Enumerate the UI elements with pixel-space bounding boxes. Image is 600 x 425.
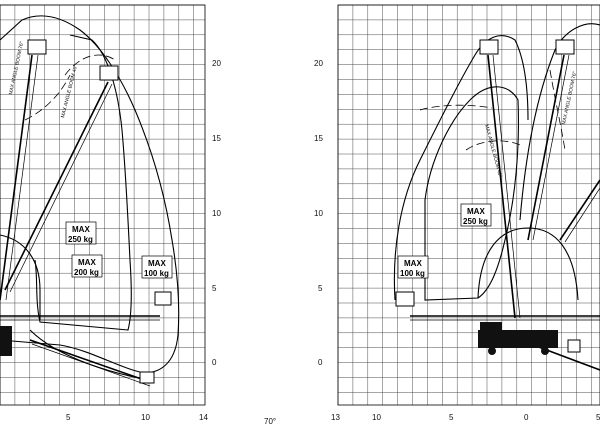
right-dashed-envelope-2 (465, 140, 521, 151)
right-basket-horizontal (395, 291, 415, 307)
right-boom-upright-2 (532, 54, 570, 241)
left-base-arc (0, 234, 41, 320)
right-x-tick-5-right: 5 (596, 413, 600, 422)
left-truck-icon (0, 326, 12, 356)
left-boom-label-76: MAX ANGLE BOOM 76° (8, 41, 25, 96)
left-boom-vertical (0, 54, 33, 301)
right-boom-upright (527, 54, 565, 241)
left-y-tick-20: 20 (212, 59, 221, 68)
right-max-250-line2: 250 kg (463, 217, 488, 226)
left-boom-diagonal-2 (9, 83, 113, 293)
right-inner-envelope (424, 86, 519, 301)
left-max-250: MAX 250 kg (65, 221, 97, 245)
right-base-arc (477, 227, 579, 301)
right-x-tick-5-left: 5 (449, 413, 454, 422)
left-y-tick-5: 5 (212, 284, 217, 293)
left-x-tick-10: 10 (141, 413, 150, 422)
left-basket-horizontal (154, 291, 172, 306)
right-y-tick-0: 0 (318, 358, 323, 367)
left-max-100-line1: MAX (148, 259, 166, 268)
right-dashed-envelope-3 (549, 69, 566, 151)
left-x-tick-5: 5 (66, 413, 71, 422)
left-boom-lower-2 (31, 343, 151, 387)
right-boom-right-diagonal-2 (564, 187, 600, 243)
right-outer-envelope-left (393, 35, 529, 301)
right-outer-envelope-right (519, 23, 600, 221)
left-y-tick-0: 0 (212, 358, 217, 367)
right-dashed-envelope-1 (419, 104, 493, 111)
left-boom-lower (29, 339, 151, 383)
right-boom-label-40: MAX ANGLE BOOM 40° (483, 124, 503, 178)
center-angle-label: 70° (264, 417, 276, 425)
right-basket-upright (555, 39, 575, 55)
left-chart: MAX ANGLE BOOM 76° MAX ANGLE BOOM 40° MA… (0, 4, 221, 422)
left-max-250-line1: MAX (72, 225, 90, 234)
right-boom-vertical-2 (492, 54, 521, 319)
left-boom-label-40: MAX ANGLE BOOM 40° (60, 64, 79, 118)
right-max-100: MAX 100 kg (397, 255, 429, 279)
left-max-100: MAX 100 kg (141, 255, 173, 279)
right-max-250-line1: MAX (467, 207, 485, 216)
left-y-tick-15: 15 (212, 134, 221, 143)
right-y-tick-15: 15 (314, 134, 323, 143)
left-boom-vertical-2 (5, 54, 39, 301)
left-boom-diagonal (4, 81, 109, 291)
left-lower-curve (29, 329, 151, 381)
right-y-tick-5: 5 (318, 284, 323, 293)
right-y-tick-20: 20 (314, 59, 323, 68)
left-max-200: MAX 200 kg (71, 254, 103, 278)
left-basket-top (27, 39, 47, 55)
left-max-250-line2: 250 kg (68, 235, 93, 244)
left-max-100-line2: 100 kg (144, 269, 169, 278)
right-basket-top (479, 39, 499, 55)
right-max-100-line2: 100 kg (400, 269, 425, 278)
right-frame (337, 4, 600, 406)
left-max-200-line2: 200 kg (74, 268, 99, 277)
right-x-tick-13: 13 (331, 413, 340, 422)
left-x-tick-14: 14 (199, 413, 208, 422)
right-boom-vertical (487, 54, 516, 319)
left-basket-lower (139, 371, 155, 384)
right-x-tick-0: 0 (524, 413, 529, 422)
right-x-tick-10: 10 (372, 413, 381, 422)
right-chart: MAX ANGLE BOOM 40° MAX ANGLE BOOM 76° MA… (314, 4, 600, 422)
right-y-tick-10: 10 (314, 209, 323, 218)
left-inner-envelope (34, 34, 132, 331)
left-y-tick-10: 10 (212, 209, 221, 218)
left-frame (0, 4, 206, 406)
left-basket-diagonal (99, 65, 119, 81)
left-dashed-envelope (24, 54, 116, 121)
left-max-200-line1: MAX (78, 258, 96, 267)
right-max-100-line1: MAX (404, 259, 422, 268)
right-max-250: MAX 250 kg (460, 203, 492, 227)
right-basket-lower (567, 339, 581, 353)
right-truck-icon (478, 322, 558, 355)
right-boom-label-76: MAX ANGLE BOOM 76° (561, 71, 578, 126)
right-boom-right-diagonal (559, 179, 600, 241)
